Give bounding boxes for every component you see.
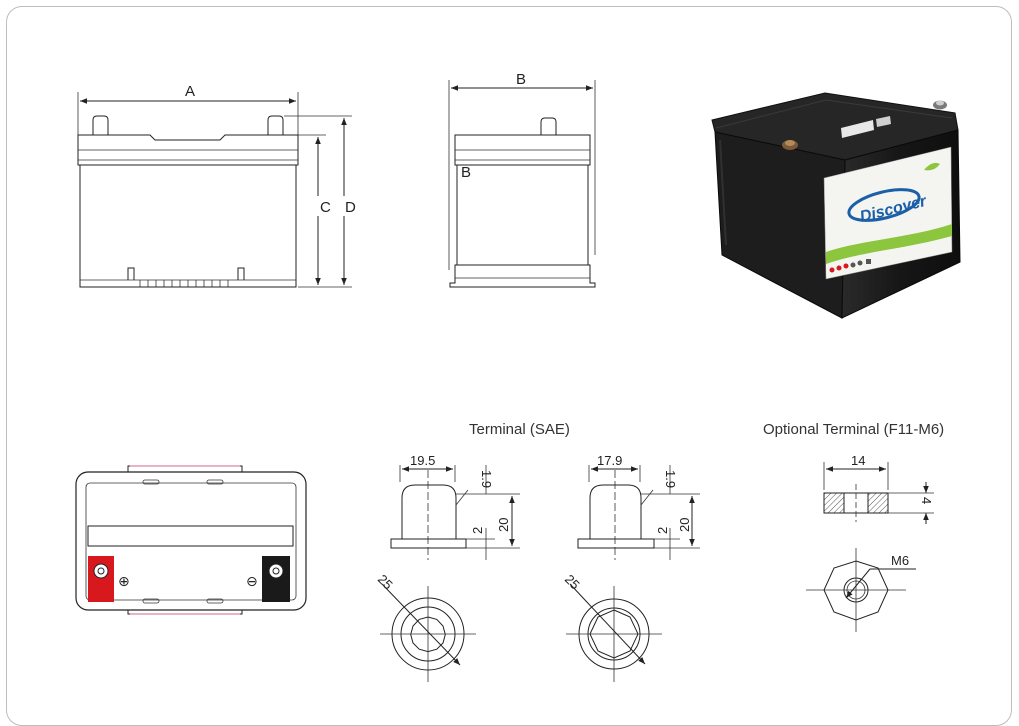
dimension-a-label: A (185, 83, 195, 100)
sae-terminal-left-top: 25 (375, 572, 476, 682)
sae-left-diameter: 25 (375, 572, 396, 593)
sae-right-height: 20 (677, 518, 692, 532)
sae-terminal-right-side: 17.9 1.9 2 20 (577, 453, 700, 560)
optional-terminal-top: M6 (806, 548, 916, 632)
sae-terminal-right-top: 25 (562, 572, 662, 682)
sae-left-taper: 1.9 (479, 470, 494, 488)
optional-width: 14 (851, 453, 865, 468)
dimension-d-label: D (345, 199, 356, 216)
dimension-b-side-label: B (461, 164, 471, 181)
optional-terminal-title: Optional Terminal (F11-M6) (763, 421, 944, 438)
sae-right-top-width: 17.9 (597, 453, 622, 468)
front-view: A C D (77, 83, 358, 288)
sae-left-top-width: 19.5 (410, 453, 435, 468)
sae-right-base: 2 (655, 527, 670, 534)
sae-terminal-left-side: 19.5 1.9 2 20 (390, 453, 520, 560)
side-view: B B (448, 71, 596, 288)
sae-left-base: 2 (470, 527, 485, 534)
positive-symbol: ⊕ (118, 574, 130, 590)
dimension-b-label: B (516, 71, 526, 88)
sae-right-taper: 1.9 (663, 470, 678, 488)
battery-photo: Discover (711, 92, 961, 319)
sae-left-height: 20 (496, 518, 511, 532)
sae-right-diameter: 25 (562, 572, 583, 593)
negative-terminal-block (262, 556, 290, 602)
optional-thread: M6 (891, 553, 909, 568)
top-view: ⊕ ⊖ (75, 465, 307, 615)
positive-terminal-block (88, 556, 114, 602)
optional-terminal-side: 14 4 (823, 453, 934, 524)
warning-icons (829, 259, 871, 273)
negative-symbol: ⊖ (246, 574, 258, 590)
terminal-sae-title: Terminal (SAE) (469, 421, 570, 438)
optional-height: 4 (919, 497, 934, 504)
dimension-c-label: C (320, 199, 331, 216)
